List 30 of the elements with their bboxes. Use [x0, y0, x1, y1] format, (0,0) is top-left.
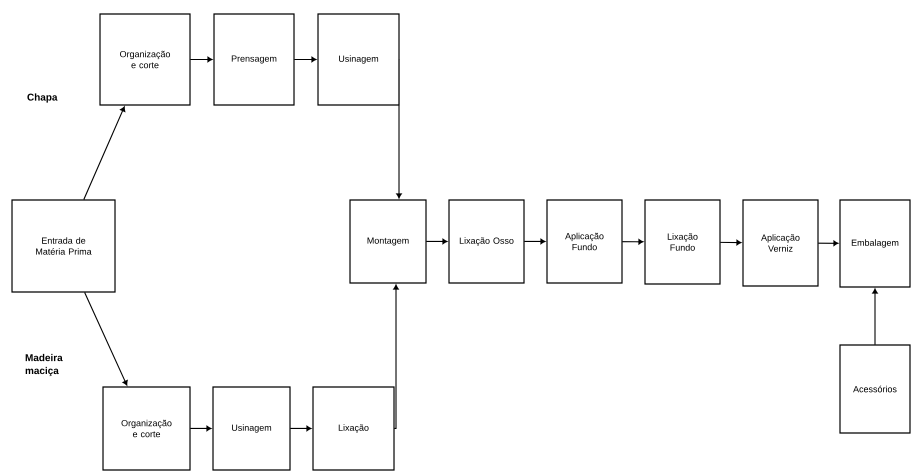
arrow: [426, 238, 448, 244]
arrow: [190, 426, 212, 432]
process-box: Entrada de Matéria Prima: [11, 199, 116, 293]
arrow: [294, 56, 316, 62]
arrow: [290, 426, 312, 432]
process-box: Lixação: [312, 386, 395, 471]
branch-label: Chapa: [27, 93, 58, 103]
arrow: [818, 240, 838, 246]
arrow: [622, 238, 644, 245]
process-box: Organização e corte: [99, 13, 191, 106]
process-box: Lixação Osso: [448, 199, 525, 284]
arrow: [84, 292, 128, 386]
process-box: Acessórios: [839, 344, 911, 434]
process-box: Aplicação Verniz: [742, 199, 819, 287]
process-box: Usinagem: [212, 386, 291, 471]
process-box: Usinagem: [317, 13, 400, 106]
branch-label: Madeira maciça: [26, 354, 63, 376]
process-box: Lixação Fundo: [644, 199, 721, 285]
process-box: Organização e corte: [102, 386, 191, 471]
arrow: [720, 240, 742, 246]
arrow: [524, 238, 546, 244]
arrow: [393, 284, 399, 430]
arrow: [190, 56, 212, 62]
arrow: [872, 288, 878, 344]
process-box: Prensagem: [213, 13, 295, 106]
process-box: Aplicação Fundo: [546, 199, 623, 284]
arrow: [83, 106, 126, 200]
process-box: Montagem: [349, 199, 427, 284]
arrow: [396, 58, 402, 198]
process-box: Embalagem: [839, 199, 911, 288]
